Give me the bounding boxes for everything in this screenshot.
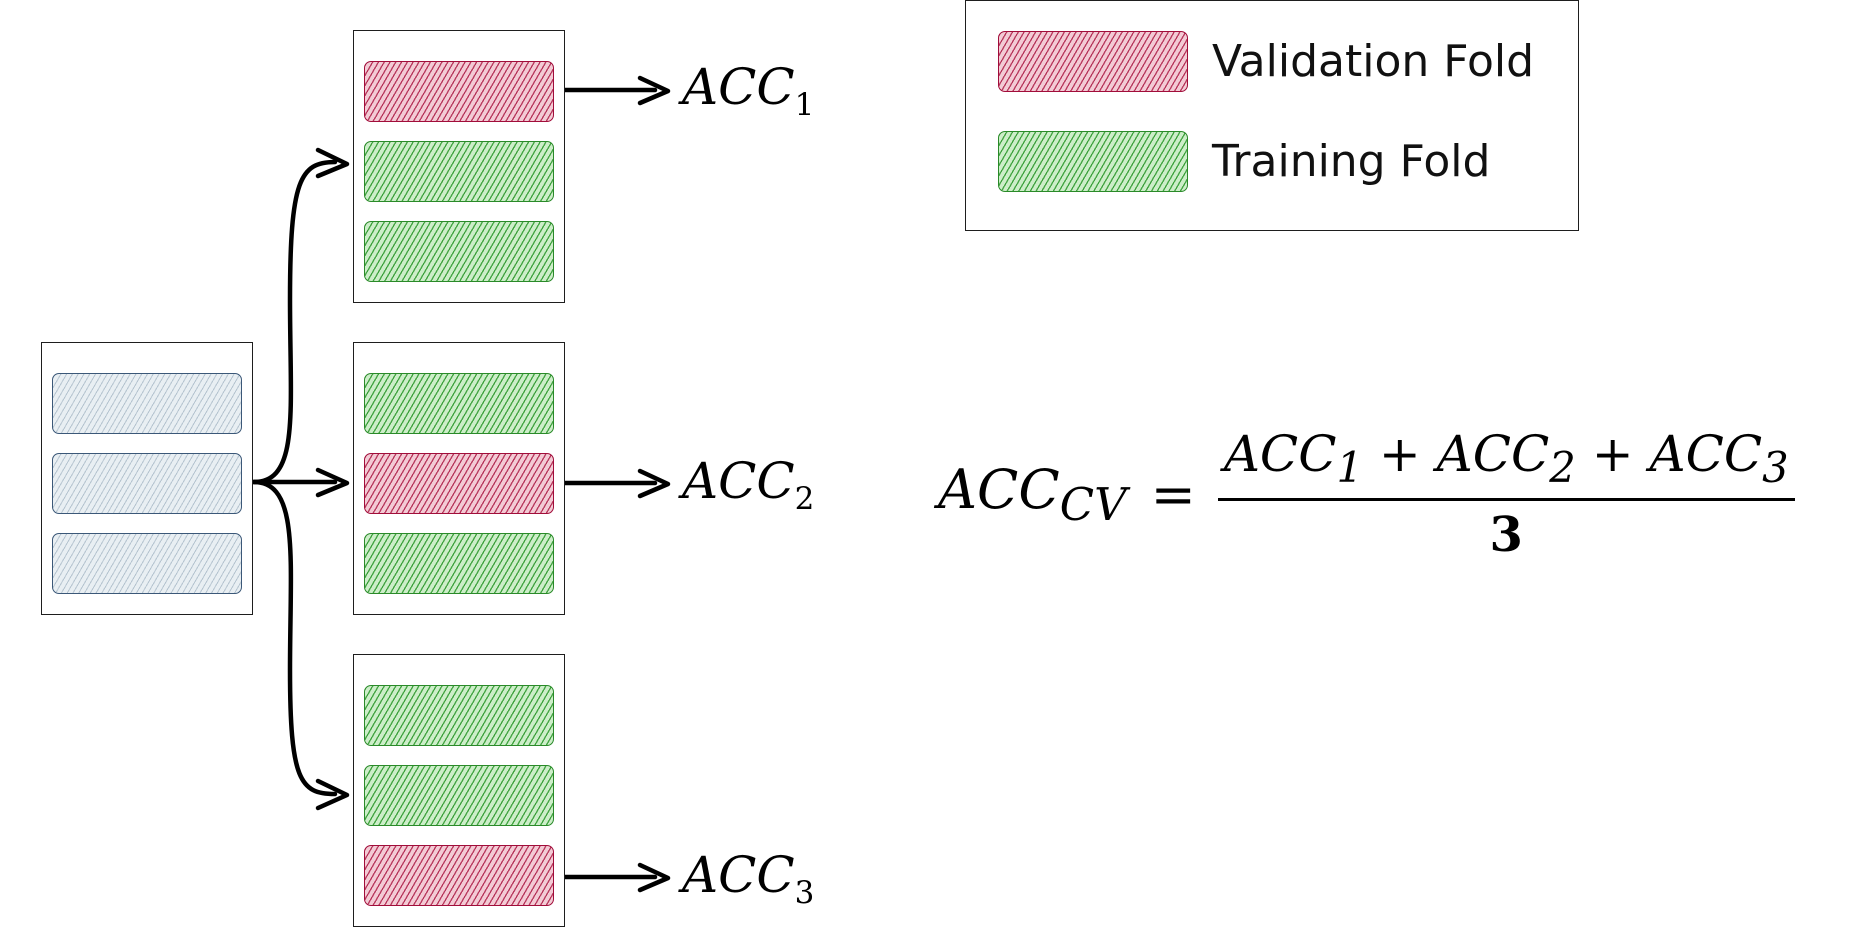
branch-arrow-middle-head: [315, 467, 350, 498]
branch-arrow-bottom-head: [315, 778, 350, 811]
training-swatch: [998, 131, 1188, 192]
data-fold: [52, 533, 242, 594]
numerator-term-3: ACC: [1649, 425, 1763, 483]
iteration-1-folds: [353, 30, 565, 303]
result-arrow-1-head: [637, 75, 671, 106]
training-fold: [364, 221, 554, 282]
accuracy-label-subscript: 1: [794, 86, 815, 123]
accuracy-label-2: ACC2: [682, 456, 814, 515]
iteration-3-folds: [353, 654, 565, 927]
validation-fold: [364, 453, 554, 514]
accuracy-label-base: ACC: [682, 846, 795, 904]
numerator-term-1-subscript: 1: [1336, 443, 1363, 492]
training-fold: [364, 533, 554, 594]
legend-item-validation: Validation Fold: [998, 31, 1534, 92]
numerator-term-3-subscript: 3: [1762, 443, 1789, 492]
fraction-bar: [1217, 498, 1795, 501]
original-dataset: [41, 342, 253, 615]
result-arrow-3-head: [637, 862, 671, 893]
legend-label-training: Training Fold: [1212, 136, 1491, 187]
branch-arrow-top-head: [315, 147, 350, 179]
branch-arrow-top: [251, 159, 338, 485]
lhs-base: ACC: [938, 457, 1060, 521]
validation-swatch: [998, 31, 1188, 92]
accuracy-label-base: ACC: [682, 58, 795, 116]
accuracy-label-subscript: 2: [794, 480, 815, 517]
lhs-subscript: CV: [1059, 477, 1127, 531]
branch-arrow-bottom: [251, 479, 338, 797]
validation-fold: [364, 845, 554, 906]
plus-sign: +: [1575, 425, 1650, 483]
result-arrow-2-head: [637, 468, 671, 499]
training-fold: [364, 373, 554, 434]
equals-sign: =: [1150, 462, 1196, 526]
training-fold: [364, 141, 554, 202]
data-fold: [52, 453, 242, 514]
legend-item-training: Training Fold: [998, 131, 1490, 192]
numerator-term-2: ACC: [1436, 425, 1550, 483]
numerator-term-1: ACC: [1223, 425, 1337, 483]
accuracy-label-1: ACC1: [682, 62, 814, 121]
iteration-2-folds: [353, 342, 565, 615]
accuracy-label-3: ACC3: [682, 850, 814, 909]
training-fold: [364, 685, 554, 746]
legend-label-validation: Validation Fold: [1212, 36, 1535, 87]
plus-sign: +: [1362, 425, 1437, 483]
equation-lhs: ACCCV: [938, 458, 1127, 531]
training-fold: [364, 765, 554, 826]
accuracy-label-base: ACC: [682, 452, 795, 510]
cv-accuracy-equation: ACCCV = ACC1 + ACC2 + ACC3 3: [938, 425, 1795, 563]
numerator-term-2-subscript: 2: [1549, 443, 1576, 492]
legend: Validation Fold Training Fold: [965, 0, 1579, 231]
fraction-denominator: 3: [1489, 507, 1523, 563]
accuracy-label-subscript: 3: [794, 874, 815, 911]
validation-fold: [364, 61, 554, 122]
fraction: ACC1 + ACC2 + ACC3 3: [1217, 425, 1795, 563]
fraction-numerator: ACC1 + ACC2 + ACC3: [1218, 425, 1795, 498]
data-fold: [52, 373, 242, 434]
